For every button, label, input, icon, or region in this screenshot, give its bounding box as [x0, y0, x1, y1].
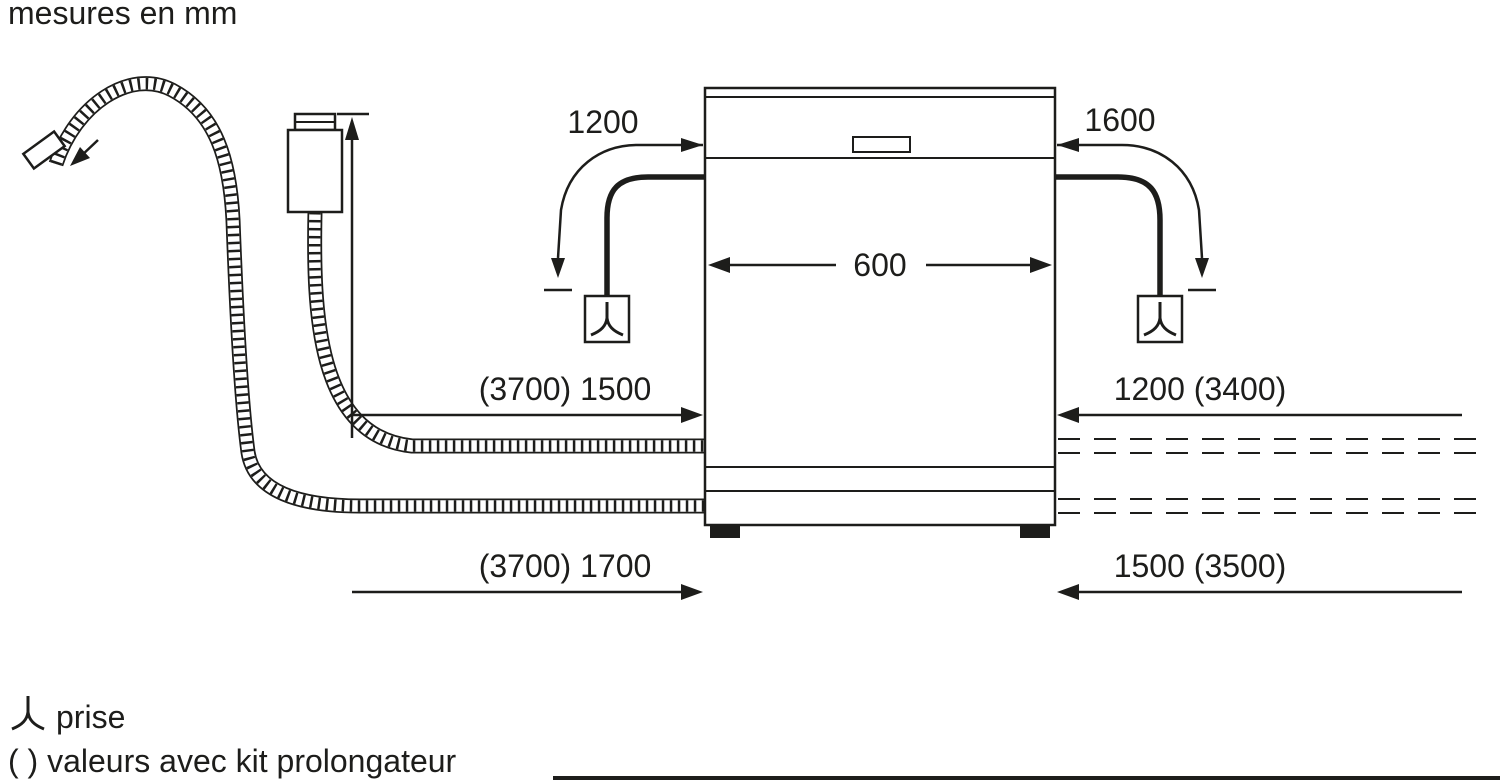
dishwasher	[703, 86, 1057, 538]
right-curve-dimension-1600: 1600	[1057, 102, 1216, 292]
left-power-cord	[583, 174, 705, 344]
supply-lower-dimension: (3700) 1700	[352, 548, 703, 600]
right-upper-label: 1200 (3400)	[1114, 371, 1287, 407]
supply-upper-arrowhead	[681, 407, 703, 423]
legend-extension-note: ( ) valeurs avec kit prolongateur	[8, 743, 457, 779]
width-right-arrowhead	[1030, 257, 1052, 273]
drain-end-arrowhead	[70, 147, 90, 166]
bottom-edge-line	[553, 776, 1500, 780]
hose-extension-dashed-lines	[1058, 438, 1490, 514]
drain-hose	[21, 76, 705, 514]
right-foot	[1020, 525, 1050, 538]
right-curve-left-arrowhead	[1057, 138, 1079, 152]
supply-lower-label: (3700) 1700	[479, 548, 652, 584]
right-lower-arrowhead	[1057, 584, 1079, 600]
hose-length-indicator	[337, 112, 369, 438]
supply-upper-dimension: (3700) 1500	[352, 371, 703, 423]
left-curve-label: 1200	[567, 104, 638, 140]
right-curve-down-arrowhead	[1195, 258, 1209, 278]
indicator-up-arrowhead	[345, 117, 359, 140]
left-curve-right-arrowhead	[681, 138, 703, 152]
supply-hose	[286, 112, 705, 454]
right-power-cord	[1055, 174, 1184, 344]
right-lower-dimension: 1500 (3500)	[1057, 548, 1462, 600]
left-curve-dimension-1200: 1200	[544, 104, 703, 292]
tap-connector-fitting	[21, 129, 67, 171]
left-curve-down-arrowhead	[551, 258, 565, 278]
right-upper-dimension: 1200 (3400)	[1057, 371, 1462, 423]
right-upper-arrowhead	[1057, 407, 1079, 423]
supply-hose-ribs	[308, 211, 705, 452]
width-left-arrowhead	[708, 257, 730, 273]
supply-upper-label: (3700) 1500	[479, 371, 652, 407]
dishwasher-body	[703, 86, 1057, 527]
door-handle	[852, 136, 911, 153]
drain-hose-ribs	[50, 77, 705, 512]
left-foot	[710, 525, 740, 538]
right-lower-label: 1500 (3500)	[1114, 548, 1287, 584]
legend-socket-icon	[10, 694, 46, 731]
width-label: 600	[853, 247, 906, 283]
aquastop-valve-box	[286, 128, 344, 214]
legend: prise ( ) valeurs avec kit prolongateur	[8, 694, 457, 779]
page-title: mesures en mm	[8, 0, 237, 31]
legend-socket-label: prise	[56, 699, 125, 735]
supply-lower-arrowhead	[681, 584, 703, 600]
right-curve-label: 1600	[1084, 102, 1155, 138]
width-dimension-600: 600	[708, 247, 1052, 283]
